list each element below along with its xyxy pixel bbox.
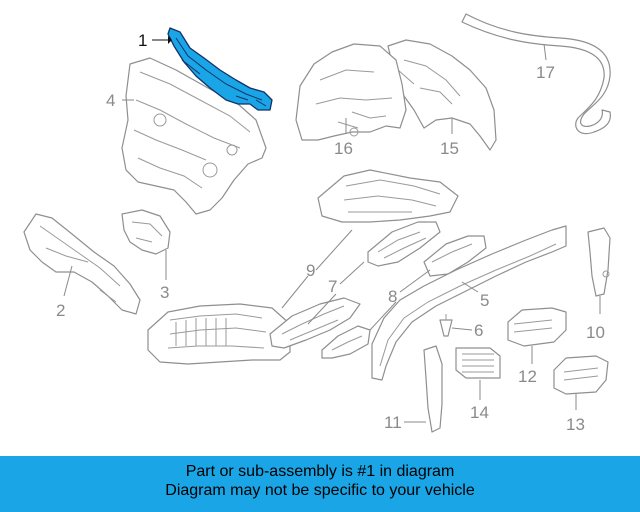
info-banner: Part or sub-assembly is #1 in diagram Di… bbox=[0, 456, 640, 512]
parts-diagram: 1 2 3 4 5 6 7 8 9 10 11 12 13 14 15 16 1… bbox=[23, 13, 611, 434]
callout-14[interactable]: 14 bbox=[470, 403, 489, 422]
part-3-bracket[interactable] bbox=[121, 209, 171, 255]
callout-3[interactable]: 3 bbox=[160, 283, 169, 302]
part-1-cowl-panel[interactable] bbox=[167, 27, 273, 111]
part-13-control-unit[interactable] bbox=[553, 355, 609, 395]
callout-8[interactable]: 8 bbox=[388, 287, 397, 306]
part-7-upper-cross-member[interactable] bbox=[367, 221, 441, 267]
callout-16[interactable]: 16 bbox=[334, 139, 353, 158]
part-4-dash-panel[interactable] bbox=[121, 57, 267, 215]
leader-lines bbox=[63, 36, 601, 423]
banner-line-1: Part or sub-assembly is #1 in diagram bbox=[185, 463, 455, 480]
part-6-clip[interactable] bbox=[439, 314, 453, 337]
callout-4[interactable]: 4 bbox=[106, 91, 115, 110]
callouts: 1 2 3 4 5 6 7 8 9 10 11 12 13 14 15 16 1… bbox=[56, 31, 605, 434]
part-7-cross-member[interactable] bbox=[269, 297, 361, 349]
callout-13[interactable]: 13 bbox=[566, 415, 585, 434]
part-12-module[interactable] bbox=[507, 307, 567, 347]
part-17-trim-strip[interactable] bbox=[461, 13, 611, 135]
callout-11[interactable]: 11 bbox=[384, 413, 402, 432]
part-9-tunnel-panel[interactable] bbox=[317, 169, 459, 223]
callout-1[interactable]: 1 bbox=[138, 31, 147, 50]
part-16-wheelhouse-left[interactable] bbox=[295, 43, 407, 141]
part-10-pillar-bracket[interactable] bbox=[587, 227, 611, 297]
banner-line-2: Diagram may not be specific to your vehi… bbox=[165, 482, 475, 499]
callout-9[interactable]: 9 bbox=[306, 261, 315, 280]
part-11-pillar[interactable] bbox=[423, 345, 443, 433]
callout-6[interactable]: 6 bbox=[474, 321, 483, 340]
callout-12[interactable]: 12 bbox=[518, 367, 537, 386]
callout-5[interactable]: 5 bbox=[480, 291, 489, 310]
callout-7[interactable]: 7 bbox=[328, 277, 337, 296]
part-15-wheelhouse-right[interactable] bbox=[387, 39, 497, 151]
part-14-filter[interactable] bbox=[455, 347, 501, 379]
part-8-bracket[interactable] bbox=[321, 235, 487, 359]
part-2-side-member[interactable] bbox=[23, 213, 141, 315]
part-5-side-sill[interactable] bbox=[371, 225, 567, 381]
callout-2[interactable]: 2 bbox=[56, 301, 65, 320]
callout-10[interactable]: 10 bbox=[586, 323, 605, 342]
callout-17[interactable]: 17 bbox=[536, 63, 555, 82]
part-9-floor-panel[interactable] bbox=[147, 303, 291, 365]
callout-15[interactable]: 15 bbox=[440, 139, 459, 158]
